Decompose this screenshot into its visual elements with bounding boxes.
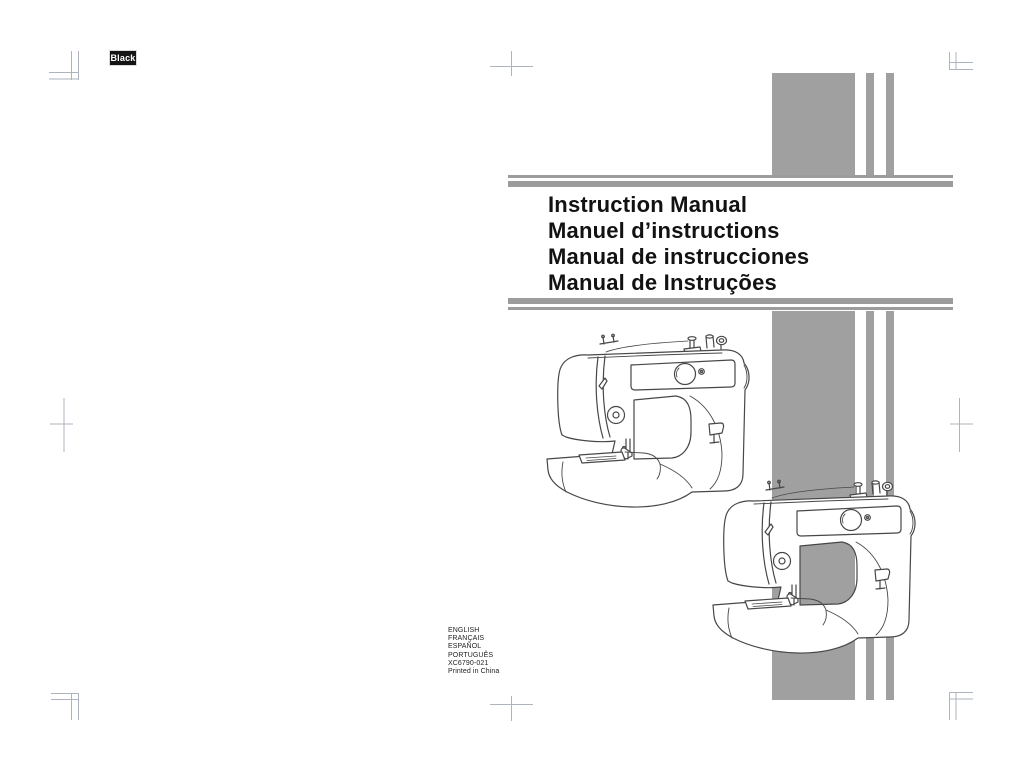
title-block: Instruction Manual Manuel d’instructions… [548, 192, 809, 296]
imprint-language: PORTUGUÊS [448, 651, 494, 659]
imprint-language: ESPAÑOL [448, 643, 482, 651]
title-line-portuguese: Manual de Instruções [548, 270, 777, 295]
decor-bar-wide-top [772, 73, 855, 175]
imprint-language: ENGLISH [448, 627, 480, 634]
title-line-spanish: Manual de instrucciones [548, 244, 810, 269]
crop-mark-middle-left [50, 398, 73, 452]
sewing-machine-illustrations [546, 333, 916, 654]
imprint-origin: Printed in China [448, 668, 500, 676]
print-plate-label: Black [110, 51, 136, 65]
rule-thick-above-title [508, 181, 953, 187]
rule-thin-below-title [508, 307, 953, 310]
crop-mark-bottom-right [949, 692, 973, 720]
rule-thick-below-title [508, 298, 953, 304]
crop-mark-bottom-center [490, 696, 533, 721]
rule-thin-above-title [508, 175, 953, 178]
crop-mark-top-center [490, 51, 533, 76]
sewing-machine-front [712, 479, 916, 654]
crop-mark-top-right [949, 52, 973, 70]
crop-mark-middle-right [950, 398, 973, 452]
imprint-language: FRANÇAIS [448, 635, 485, 643]
sewing-machine-back [546, 333, 750, 508]
crop-mark-bottom-left [51, 693, 79, 720]
crop-mark-top-left [49, 51, 79, 80]
title-line-french: Manuel d’instructions [548, 218, 780, 243]
imprint-part-number: XC6790-021 [448, 659, 489, 667]
imprint-block: ENGLISH FRANÇAIS ESPAÑOL PORTUGUÊS XC679… [448, 627, 499, 676]
title-line-english: Instruction Manual [548, 192, 748, 217]
decor-bar-thin2-top [886, 73, 894, 175]
decor-bar-thin1-top [866, 73, 874, 175]
